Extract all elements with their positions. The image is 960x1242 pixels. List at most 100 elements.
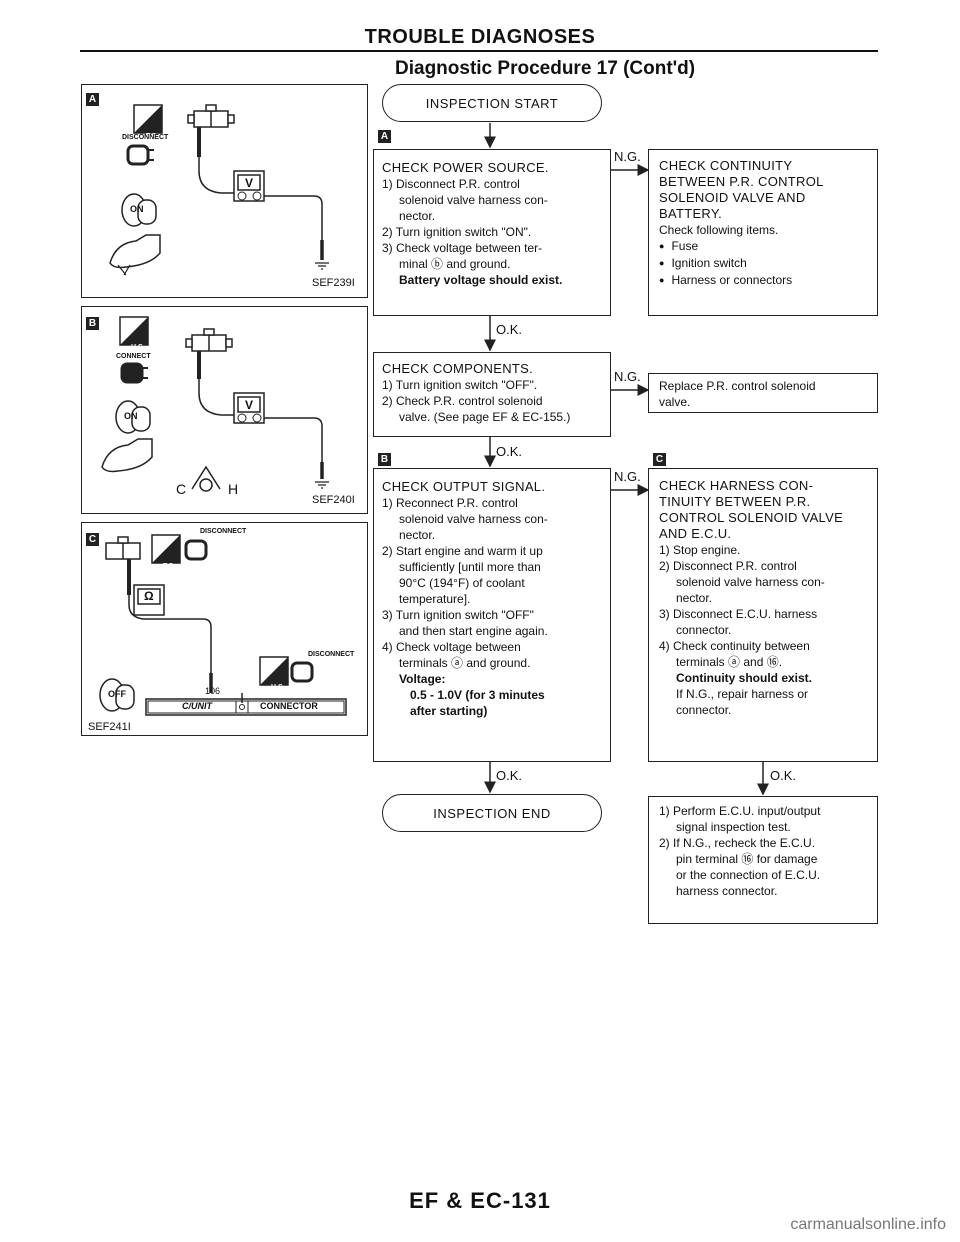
- step3-ng-line: 2) Disconnect P.R. control: [659, 559, 797, 573]
- step3-ng-heading: AND E.C.U.: [659, 526, 732, 541]
- figure-c-code: SEF241I: [88, 721, 131, 733]
- ignition-key-icon: [121, 193, 157, 227]
- section-subtitle: Diagnostic Procedure 17 (Cont'd): [395, 58, 696, 79]
- step3-ng-line: 1) Stop engine.: [659, 543, 741, 557]
- step1-ng-check-continuity: CHECK CONTINUITY BETWEEN P.R. CONTROL SO…: [648, 149, 878, 316]
- hot-label: H: [228, 481, 239, 497]
- step2-line: 2) Check P.R. control solenoid: [382, 394, 543, 408]
- ok-label: O.K.: [496, 768, 523, 783]
- inspection-start: INSPECTION START: [382, 84, 602, 122]
- meter-label: Ω: [144, 589, 154, 603]
- connector-label: CONNECTOR: [260, 701, 318, 711]
- ok-label: O.K.: [770, 768, 797, 783]
- step3-spec: after starting): [410, 704, 488, 718]
- step4-line: pin terminal ⑯ for damage: [676, 852, 818, 866]
- ng-label: N.G.: [614, 469, 641, 484]
- figure-a-tag: A: [86, 93, 99, 106]
- voltmeter: [198, 379, 329, 489]
- step3-heading: CHECK OUTPUT SIGNAL.: [382, 479, 546, 494]
- ok-label: O.K.: [496, 444, 523, 459]
- step3-line: solenoid valve harness con-: [399, 512, 548, 526]
- figure-b-illustration: [101, 316, 329, 492]
- engine-icon: [101, 438, 153, 473]
- meter-label: V: [245, 398, 254, 412]
- step3-ng-line: solenoid valve harness con-: [676, 575, 825, 589]
- step4-line: signal inspection test.: [676, 820, 791, 834]
- key-position-label: OFF: [108, 689, 126, 699]
- step1-tag: A: [378, 130, 391, 143]
- harness-connector: [185, 328, 233, 379]
- step3-ng-line: nector.: [676, 591, 713, 605]
- connect-connector-icon: [120, 362, 148, 384]
- step1-spec: Battery voltage should exist.: [399, 273, 563, 287]
- page-number: EF & EC-131: [409, 1188, 551, 1213]
- step3-line: 4) Check voltage between: [382, 640, 521, 654]
- key-position-label: ON: [130, 204, 144, 214]
- hs-label: H.S.: [271, 684, 285, 691]
- step3-ng-heading: TINUITY BETWEEN P.R.: [659, 494, 811, 509]
- step3-ng-heading: CHECK HARNESS CON-: [659, 478, 814, 493]
- step3-line: and then start engine again.: [399, 624, 548, 638]
- step3-ng-heading: CONTROL SOLENOID VALVE: [659, 510, 844, 525]
- disconnect-label: DISCONNECT: [122, 134, 169, 141]
- step1-line: minal ⓑ and ground.: [399, 257, 511, 271]
- title-rule: [80, 50, 878, 52]
- step2-heading: CHECK COMPONENTS.: [382, 361, 534, 376]
- step1-ng-heading: SOLENOID VALVE AND: [659, 190, 806, 205]
- figure-a-code: SEF239I: [312, 277, 355, 289]
- hs-icon: [259, 656, 289, 686]
- step2-ng-replace-solenoid: Replace P.R. control solenoid valve.: [648, 373, 878, 413]
- step3-line: sufficiently [until more than: [399, 560, 541, 574]
- page-title: TROUBLE DIAGNOSES: [364, 26, 596, 48]
- disconnect-connector-icon: [184, 539, 208, 561]
- disconnect-label: DISCONNECT: [308, 651, 355, 658]
- step2-line: valve. (See page EF & EC-155.): [399, 410, 571, 424]
- ts-icon: [151, 534, 181, 564]
- step1-line: nector.: [399, 209, 436, 223]
- step4-line: harness connector.: [676, 884, 778, 898]
- disconnect-connector-icon: [290, 661, 314, 683]
- figure-c-tag: C: [86, 533, 99, 546]
- voltmeter: [198, 157, 329, 270]
- step1-ng-heading: CHECK CONTINUITY: [659, 158, 793, 173]
- step3-line: 2) Start engine and warm it up: [382, 544, 543, 558]
- meter-label: V: [245, 176, 254, 190]
- step1-check-power-source: CHECK POWER SOURCE. 1) Disconnect P.R. c…: [373, 149, 611, 316]
- step3-ng-line: connector.: [676, 703, 732, 717]
- step1-line: solenoid valve harness con-: [399, 193, 548, 207]
- watermark: carmanualsonline.info: [790, 1216, 946, 1233]
- step2-ng-line: valve.: [659, 395, 691, 409]
- step3-line: temperature].: [399, 592, 471, 606]
- harness-connector: [187, 104, 235, 157]
- harness-connector: [105, 536, 141, 595]
- figure-a: A: [81, 84, 368, 298]
- step2-line: 1) Turn ignition switch "OFF".: [382, 378, 538, 392]
- figure-b-tag: B: [86, 317, 99, 330]
- hs-icon: [119, 316, 149, 346]
- step3-ng-tag: C: [653, 453, 666, 466]
- figure-b-code: SEF240I: [312, 494, 355, 506]
- step3-line: 3) Turn ignition switch "OFF": [382, 608, 534, 622]
- step3-spec-label: Voltage:: [399, 672, 446, 686]
- step4-perform-ecu-test: 1) Perform E.C.U. input/output signal in…: [648, 796, 878, 924]
- ts-label: T.S.: [163, 563, 176, 570]
- step3-check-output-signal: CHECK OUTPUT SIGNAL. 1) Reconnect P.R. c…: [373, 468, 611, 762]
- ok-label: O.K.: [496, 322, 523, 337]
- step3-line: 90°C (194°F) of coolant: [399, 576, 525, 590]
- step4-line: 1) Perform E.C.U. input/output: [659, 804, 821, 818]
- step3-ng-line: connector.: [676, 623, 732, 637]
- ohmmeter: [128, 584, 213, 693]
- engine-icon: [109, 234, 161, 276]
- disconnect-label: DISCONNECT: [200, 528, 247, 535]
- inspection-end: INSPECTION END: [382, 794, 602, 832]
- step3-spec: 0.5 - 1.0V (for 3 minutes: [410, 688, 545, 702]
- step3-ng-check-harness: CHECK HARNESS CON- TINUITY BETWEEN P.R. …: [648, 468, 878, 762]
- step1-ng-heading: BETWEEN P.R. CONTROL: [659, 174, 824, 189]
- step4-line: or the connection of E.C.U.: [676, 868, 821, 882]
- list-item: Harness or connectors: [659, 272, 867, 289]
- step1-heading: CHECK POWER SOURCE.: [382, 160, 549, 175]
- figure-a-illustration: [109, 104, 329, 276]
- step3-tag: B: [378, 453, 391, 466]
- step2-ng-line: Replace P.R. control solenoid: [659, 379, 816, 393]
- step3-ng-spec: Continuity should exist.: [676, 671, 813, 685]
